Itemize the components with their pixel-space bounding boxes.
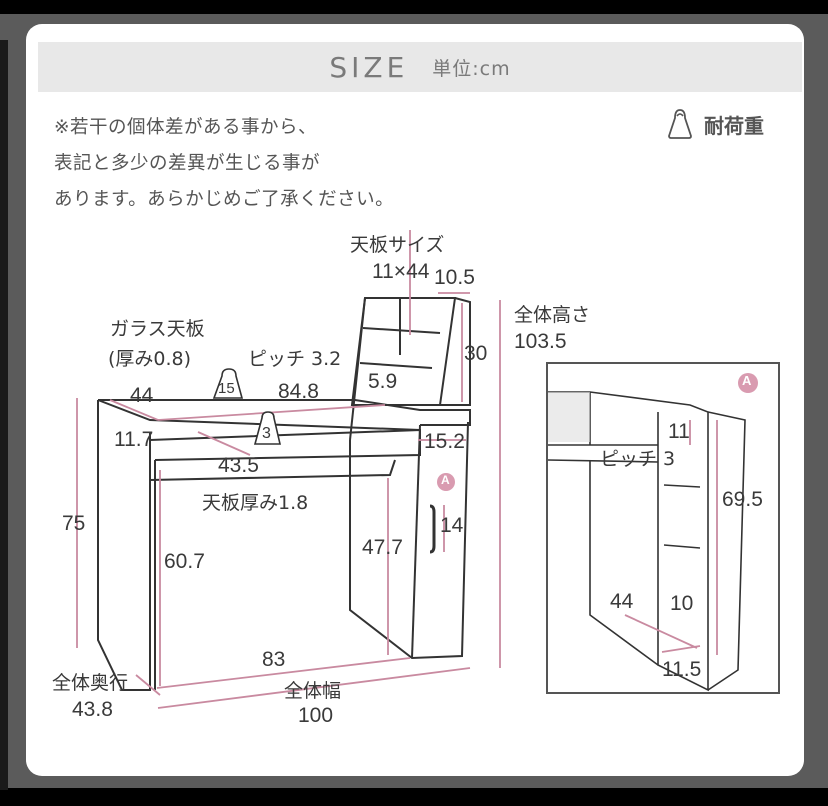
unit-label: 単位:cm [432, 57, 511, 80]
shelf-gap: 5.9 [368, 370, 398, 393]
cabinet-inset [546, 362, 780, 694]
inset-badge-a: A [742, 373, 752, 388]
drawer-depth: 43.5 [218, 454, 259, 477]
inset-depth: 44 [610, 590, 634, 613]
note-line: あります。あらかじめご了承ください。 [54, 189, 395, 210]
glass-top-label: ガラス天板 [110, 318, 205, 340]
total-width-label: 全体幅 [284, 680, 342, 702]
note-line: 表記と多少の差異が生じる事が [54, 153, 321, 174]
load-icon-3 [253, 411, 282, 445]
cabinet-clearance: 47.7 [362, 536, 403, 559]
size-header: SIZE 単位:cm [38, 42, 802, 92]
total-height-value: 103.5 [514, 330, 567, 353]
inset-pitch-label: ピッチ 3 [600, 448, 676, 470]
board-thickness: 天板厚み1.8 [202, 492, 309, 514]
left-edge [0, 40, 8, 790]
note-line: ※若干の個体差がある事から、 [54, 117, 318, 138]
drawer-height: 11.7 [114, 428, 154, 451]
load-capacity-legend: 耐荷重 [666, 108, 764, 140]
inset-bottom-gap: 10 [670, 592, 694, 615]
total-width-value: 100 [298, 704, 334, 727]
shelf-width: 10.5 [434, 266, 475, 289]
inset-top-gap: 11 [668, 420, 690, 443]
shelf-height: 30 [464, 342, 488, 365]
width-top: 84.8 [278, 380, 319, 403]
cabinet-depth: 15.2 [424, 430, 465, 453]
load-top: 15 [218, 380, 235, 397]
load-drawer: 3 [262, 425, 271, 442]
pitch-label: ピッチ 3.2 [248, 348, 342, 370]
top-board-size-label: 天板サイズ [350, 234, 445, 256]
total-depth-value: 43.8 [72, 698, 113, 721]
top-board-size-value: 11×44 [372, 260, 430, 283]
glass-top-thickness: (厚み0.8) [108, 348, 192, 370]
badge-a: A [441, 473, 450, 487]
height-75: 75 [62, 512, 86, 535]
handle-length: 14 [440, 514, 464, 537]
inset-inner-height: 69.5 [722, 488, 763, 511]
inset-inner-width: 11.5 [662, 658, 702, 681]
weight-icon [668, 109, 692, 139]
load-capacity-label: 耐荷重 [704, 113, 764, 138]
load-icon-15 [212, 368, 244, 399]
leg-clearance: 60.7 [164, 550, 205, 573]
disclaimer-note: ※若干の個体差がある事から、 表記と多少の差異が生じる事が あります。あらかじめ… [54, 110, 394, 218]
size-title: SIZE [329, 50, 409, 84]
total-height-label: 全体高さ [514, 304, 591, 326]
depth-top: 44 [130, 384, 154, 407]
inner-width: 83 [262, 648, 286, 671]
total-depth-label: 全体奥行 [52, 672, 129, 694]
